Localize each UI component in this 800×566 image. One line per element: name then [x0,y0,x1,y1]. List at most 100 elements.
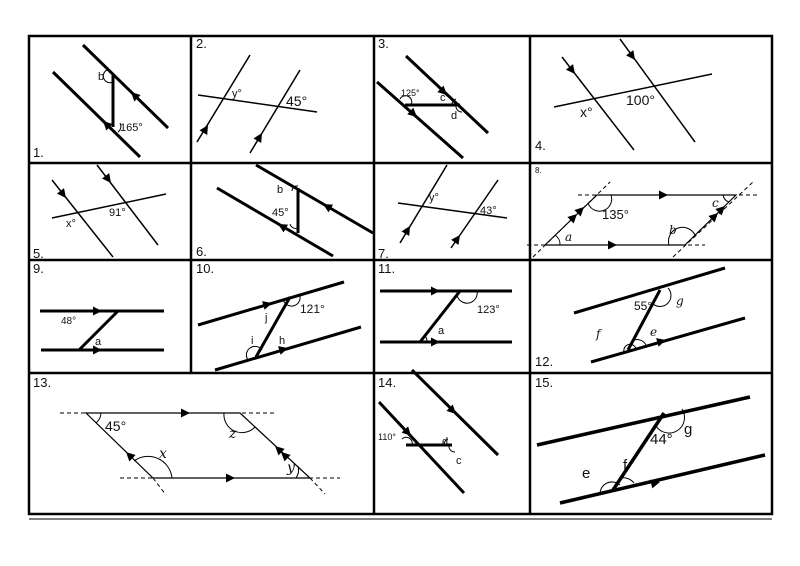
problem-10-diagram: 10. 121° j i h [196,261,362,372]
angle-label: 48° [61,316,76,327]
angle-label: g [676,294,684,308]
angle-label: j [264,312,267,324]
angle-label: 135° [602,207,629,222]
angle-label: 44° [650,431,673,448]
problem-number: 6. [196,244,207,259]
angle-label: i [251,335,253,347]
problem-number: 2. [196,36,207,51]
parallel-arrow-icon [446,404,456,414]
problem-5-diagram: 5. x° 91° [33,164,167,261]
problem-number: 7. [378,246,389,261]
parallel-arrow-icon [431,286,440,296]
parallel-arrow-icon [574,207,584,217]
problem-number: 14. [378,375,396,390]
parallel-arrow-icon [278,346,288,355]
problem-15-diagram: 15. 44° g e f [535,375,766,505]
parallel-arrow-icon [93,345,102,355]
problem-number: 8. [535,166,542,175]
angle-label: e [650,325,657,339]
problem-number: 4. [535,138,546,153]
parallel-arrow-icon [708,213,718,223]
parallel-arrow-icon [608,240,617,250]
angle-label: y [286,460,296,476]
parallel-arrow-icon [567,214,577,224]
parallel-arrow-icon [131,92,141,102]
angle-label: 55° [634,299,652,313]
parallel-arrow-icon [626,50,635,60]
problem-number: 11. [378,261,395,276]
angle-label: a [95,336,102,348]
angle-label: 110° [378,432,396,442]
angle-label: c [712,196,719,210]
problem-number: 3. [378,36,389,51]
problem-1-diagram: 1. b 165° [33,43,170,160]
angle-label: d [442,436,448,448]
parallel-arrow-icon [431,337,440,347]
parallel-arrow-icon [659,190,668,200]
problem-number: 12. [535,354,553,369]
problem-number: 5. [33,246,44,261]
parallel-arrow-icon [226,473,235,483]
angle-label: 100° [626,92,655,108]
problem-2-diagram: 2. y° 45° [196,36,318,154]
angle-label: z [228,426,237,442]
problem-4-diagram: 4. x° 100° [535,38,713,153]
angle-label: 45° [105,418,126,434]
parallel-arrow-marks [56,50,725,489]
problem-9-diagram: 9. 48° a [33,261,164,352]
angle-label: 123° [477,304,500,316]
parallel-arrow-icon [565,64,575,74]
angle-label: a [438,325,445,337]
parallel-arrow-icon [275,446,285,456]
angle-label: c [440,92,446,104]
parallel-arrow-icon [401,226,410,237]
problem-11-diagram: 11. 123° a [378,261,512,344]
angle-label: 91° [109,207,126,219]
parallel-arrow-icon [401,426,411,436]
parallel-arrow-icon [451,235,460,245]
angle-label: x° [66,218,76,230]
parallel-arrow-icon [715,206,725,216]
problem-6-diagram: 6. b 45° [196,163,374,259]
parallel-arrow-icon [407,107,417,117]
parallel-arrow-icon [437,85,447,95]
angle-label: y° [232,88,242,100]
problem-14-diagram: 14. 110° d c [377,368,500,495]
parallel-arrow-icon [93,306,102,316]
parallel-arrow-icon [199,125,208,136]
problem-13-diagram: 13. 45° x z y [33,375,340,496]
parallel-arrow-icon [103,121,113,131]
problem-number: 9. [33,261,44,276]
parallel-arrow-icon [253,133,262,144]
angle-label: b [669,223,677,237]
angle-label: x° [580,104,593,120]
angle-label: y° [429,192,439,204]
angle-label: e [582,465,590,482]
angle-label: b [277,184,283,196]
parallel-arrow-icon [278,224,289,233]
angle-label: 45° [286,93,307,109]
parallel-arrow-icon [656,338,666,347]
problem-number: 10. [196,261,214,276]
angle-label: 125° [401,88,420,98]
angle-label: x [159,446,167,462]
angle-label: 165° [120,122,143,134]
angle-label: b [98,71,104,83]
angle-label: 121° [300,302,325,316]
parallel-arrow-icon [262,301,272,310]
problem-8-diagram: 8. 135° a b c [527,166,760,258]
angle-label: 43° [480,205,497,217]
problem-number: 13. [33,375,51,390]
parallel-arrow-icon [56,188,66,198]
parallel-arrow-icon [650,479,660,489]
angle-label: f [623,457,628,474]
parallel-arrow-icon [126,452,136,462]
parallel-arrow-icon [281,452,291,462]
angle-label: g [684,421,692,438]
parallel-arrow-icon [323,204,334,213]
angle-label: f [595,327,603,341]
angle-label: h [279,335,285,347]
angle-label: 45° [272,207,289,219]
parallel-arrow-icon [101,173,111,183]
